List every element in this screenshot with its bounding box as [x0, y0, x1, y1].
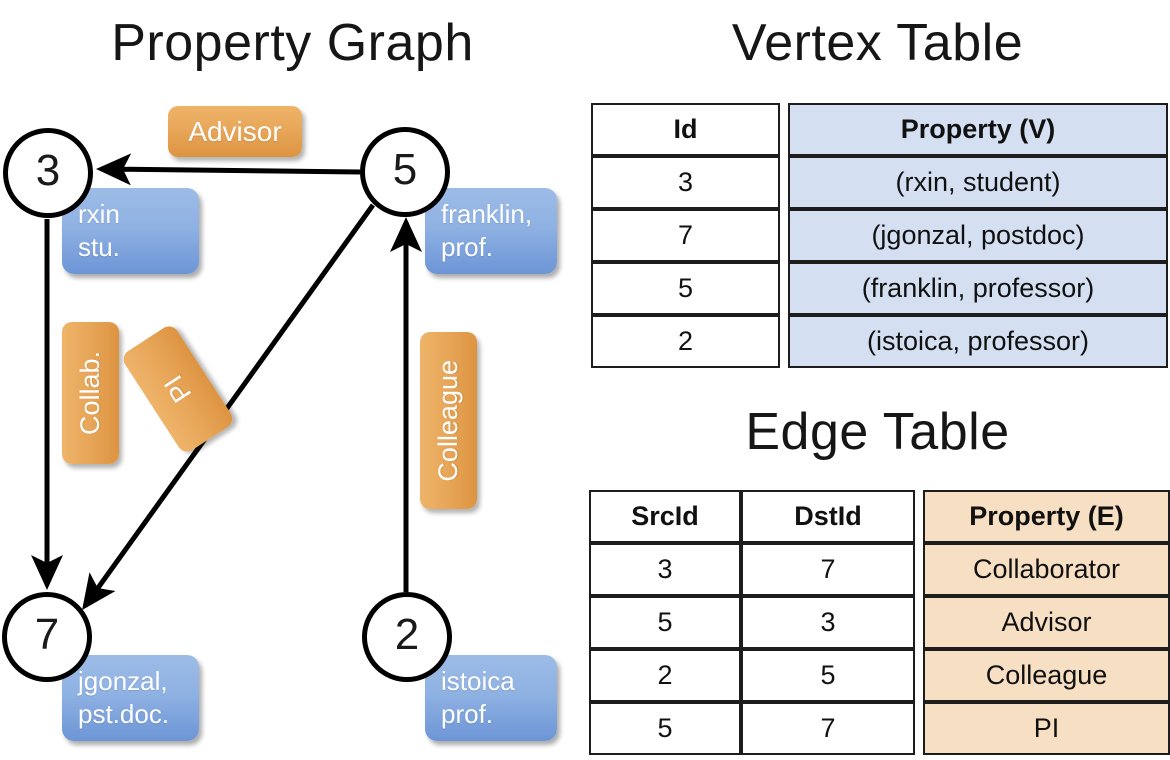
- vertex-property-box-3-line1: rxin: [78, 199, 120, 229]
- edge-table-header-property: Property (E): [923, 490, 1170, 543]
- vertex-node-5[interactable]: 5: [360, 127, 450, 217]
- vertex-row-3-property: (istoica, professor): [788, 315, 1168, 368]
- vertex-property-box-2-line1: istoica: [441, 666, 515, 696]
- edge-row-1-src: 5: [589, 596, 741, 649]
- column-gap: [915, 543, 923, 596]
- vertex-property-box-7-line1: jgonzal,: [78, 666, 168, 696]
- vertex-row-2-id: 5: [591, 262, 780, 315]
- column-gap: [780, 103, 788, 156]
- vertex-row-1-id: 7: [591, 209, 780, 262]
- vertex-row-0-property: (rxin, student): [788, 156, 1168, 209]
- vertex-row-0-id: 3: [591, 156, 780, 209]
- table-header-row: Id Property (V): [591, 103, 1168, 156]
- vertex-node-3[interactable]: 3: [3, 128, 93, 218]
- column-gap: [780, 315, 788, 368]
- edge-row-1-dst: 3: [741, 596, 915, 649]
- vertex-table-header-id: Id: [591, 103, 780, 156]
- vertex-node-7-label: 7: [34, 610, 60, 659]
- edge-arrow-5-3: [96, 153, 361, 186]
- edge-label-pi-text: PI: [158, 370, 198, 409]
- vertex-table-header-property: Property (V): [788, 103, 1168, 156]
- vertex-property-box-3: rxin stu.: [62, 188, 199, 274]
- vertex-table: Id Property (V) 3 (rxin, student) 7 (jgo…: [591, 103, 1168, 368]
- edge-row-0-dst: 7: [741, 543, 915, 596]
- vertex-node-7[interactable]: 7: [2, 592, 92, 682]
- edge-row-0-property: Collaborator: [923, 543, 1170, 596]
- edge-table: SrcId DstId Property (E) 3 7 Collaborato…: [589, 490, 1170, 755]
- edge-label-colleague-text: Colleague: [433, 359, 463, 482]
- column-gap: [915, 649, 923, 702]
- edge-label-collab-text: Collab.: [75, 350, 105, 436]
- vertex-property-box-3-line2: stu.: [78, 231, 120, 262]
- vertex-row-1-property: (jgonzal, postdoc): [788, 209, 1168, 262]
- vertex-row-2-property: (franklin, professor): [788, 262, 1168, 315]
- edge-row-1-property: Advisor: [923, 596, 1170, 649]
- vertex-node-3-label: 3: [35, 146, 61, 195]
- table-row: 5 7 PI: [589, 702, 1170, 755]
- vertex-property-box-7: jgonzal, pst.doc.: [62, 655, 199, 741]
- table-row: 7 (jgonzal, postdoc): [591, 209, 1168, 262]
- column-gap: [780, 156, 788, 209]
- table-row: 3 7 Collaborator: [589, 543, 1170, 596]
- edge-row-2-src: 2: [589, 649, 741, 702]
- edge-arrow-5-7: [82, 203, 376, 611]
- table-row: 2 5 Colleague: [589, 649, 1170, 702]
- page-title-vertex-table: Vertex Table: [731, 14, 1024, 72]
- vertex-node-5-label: 5: [392, 145, 418, 194]
- graph-edge-arrows: [31, 153, 422, 611]
- column-gap: [780, 262, 788, 315]
- edge-table-header-dstid: DstId: [741, 490, 915, 543]
- edge-row-3-property: PI: [923, 702, 1170, 755]
- page-title-edge-table: Edge Table: [745, 403, 1010, 461]
- edge-row-3-dst: 7: [741, 702, 915, 755]
- vertex-row-3-id: 2: [591, 315, 780, 368]
- vertex-property-box-5: franklin, prof.: [425, 188, 557, 274]
- table-row: 5 3 Advisor: [589, 596, 1170, 649]
- edge-label-collab: Collab.: [62, 322, 119, 464]
- edge-table-header-srcid: SrcId: [589, 490, 741, 543]
- vertex-property-box-5-line2: prof.: [441, 231, 494, 262]
- table-row: 2 (istoica, professor): [591, 315, 1168, 368]
- column-gap: [915, 596, 923, 649]
- table-row: 5 (franklin, professor): [591, 262, 1168, 315]
- vertex-property-box-2: istoica prof.: [425, 655, 557, 741]
- vertex-property-box-2-line2: prof.: [441, 698, 494, 729]
- vertex-property-box-5-line1: franklin,: [441, 199, 533, 229]
- edge-label-advisor: Advisor: [168, 106, 302, 157]
- column-gap: [915, 702, 923, 755]
- edge-label-advisor-text: Advisor: [188, 115, 282, 147]
- property-graph-diagram: Advisor Collab. PI Colleague rxin stu. f…: [2, 106, 557, 741]
- table-header-row: SrcId DstId Property (E): [589, 490, 1170, 543]
- edge-row-2-dst: 5: [741, 649, 915, 702]
- page-title-property-graph: Property Graph: [111, 14, 474, 72]
- table-row: 3 (rxin, student): [591, 156, 1168, 209]
- vertex-node-2-label: 2: [394, 610, 420, 659]
- edge-row-0-src: 3: [589, 543, 741, 596]
- vertex-node-2[interactable]: 2: [362, 592, 452, 682]
- edge-row-2-property: Colleague: [923, 649, 1170, 702]
- column-gap: [780, 209, 788, 262]
- column-gap: [915, 490, 923, 543]
- vertex-property-box-7-line2: pst.doc.: [78, 698, 170, 729]
- edge-row-3-src: 5: [589, 702, 741, 755]
- edge-label-colleague: Colleague: [420, 332, 477, 509]
